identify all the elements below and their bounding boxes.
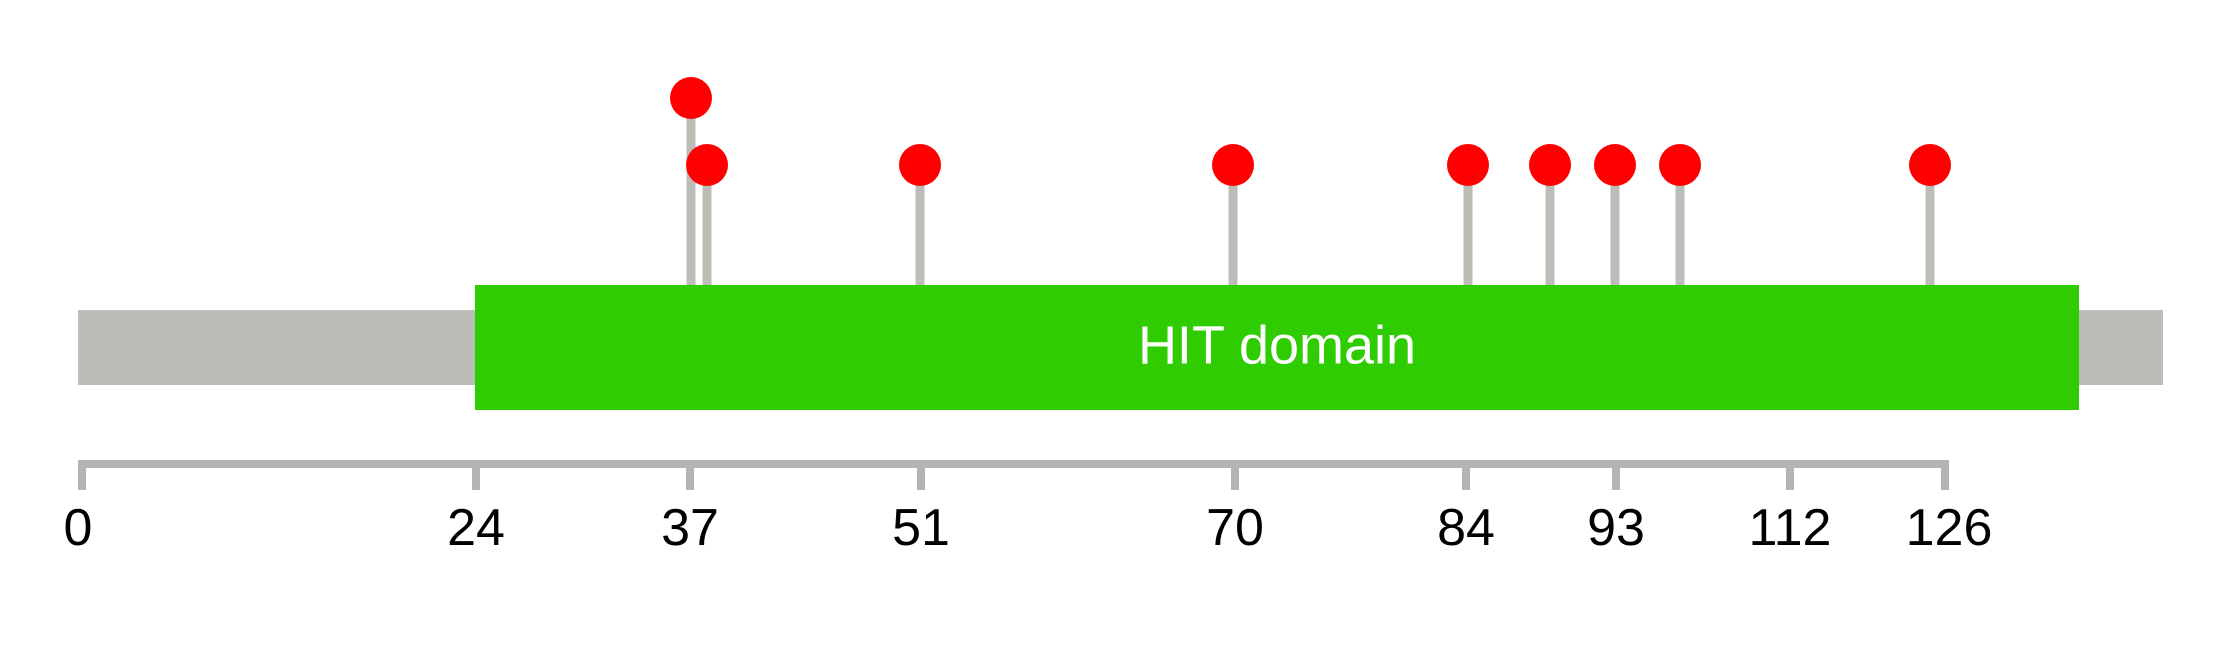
- lollipop-marker[interactable]: [1909, 144, 1951, 186]
- axis-tick-label-112: 112: [1749, 499, 1832, 557]
- axis-line: [78, 460, 1949, 468]
- lollipop-marker[interactable]: [1659, 144, 1701, 186]
- axis-tick-0: [78, 460, 86, 490]
- domain-layer: HIT domain: [475, 285, 2079, 410]
- lollipop-stem: [686, 98, 696, 285]
- lollipop-stem: [1463, 165, 1473, 285]
- lollipop-stem: [702, 165, 712, 285]
- axis-tick-label-126: 126: [1906, 499, 1993, 557]
- axis-tick-51: [917, 460, 925, 490]
- lollipop-marker[interactable]: [899, 144, 941, 186]
- lollipop-97[interactable]: [1659, 144, 1701, 285]
- axis-tick-label-51: 51: [892, 499, 950, 557]
- domain-bar-hit-domain[interactable]: [475, 285, 2079, 410]
- lollipop-marker[interactable]: [1447, 144, 1489, 186]
- lollipop-38[interactable]: [686, 144, 728, 285]
- lollipop-89[interactable]: [1529, 144, 1571, 285]
- axis-tick-84: [1462, 460, 1470, 490]
- axis-tick-label-37: 37: [661, 499, 719, 557]
- axis-tick-label-84: 84: [1437, 499, 1495, 557]
- lollipop-marker[interactable]: [686, 144, 728, 186]
- lollipop-84[interactable]: [1447, 144, 1489, 285]
- lollipop-112[interactable]: [1909, 144, 1951, 285]
- lollipop-layer: [670, 77, 1951, 285]
- lollipop-stem: [1675, 165, 1685, 285]
- axis-tick-layer: 0 24 37 51 70 84 93 112 126: [64, 460, 1993, 557]
- axis-tick-label-0: 0: [64, 499, 93, 557]
- lollipop-stem: [1545, 165, 1555, 285]
- axis-tick-70: [1231, 460, 1239, 490]
- axis-tick-93: [1612, 460, 1620, 490]
- lollipop-stem: [915, 165, 925, 285]
- lollipop-stem: [1925, 165, 1935, 285]
- axis-tick-126: [1941, 460, 1949, 490]
- domain-label-hit-domain: HIT domain: [1138, 315, 1416, 375]
- lollipop-stem: [1228, 165, 1238, 285]
- axis-tick-label-24: 24: [447, 499, 505, 557]
- lollipop-marker[interactable]: [670, 77, 712, 119]
- axis-tick-37: [686, 460, 694, 490]
- sequence-axis: 0 24 37 51 70 84 93 112 126: [64, 460, 1993, 557]
- lollipop-70[interactable]: [1212, 144, 1254, 285]
- axis-tick-112: [1786, 460, 1794, 490]
- lollipop-marker[interactable]: [1529, 144, 1571, 186]
- lollipop-marker[interactable]: [1594, 144, 1636, 186]
- lollipop-37[interactable]: [670, 77, 712, 285]
- lollipop-marker[interactable]: [1212, 144, 1254, 186]
- lollipop-51[interactable]: [899, 144, 941, 285]
- axis-tick-label-70: 70: [1206, 499, 1264, 557]
- lollipop-stem: [1610, 165, 1620, 285]
- lollipop-93[interactable]: [1594, 144, 1636, 285]
- axis-tick-label-93: 93: [1587, 499, 1645, 557]
- axis-tick-24: [472, 460, 480, 490]
